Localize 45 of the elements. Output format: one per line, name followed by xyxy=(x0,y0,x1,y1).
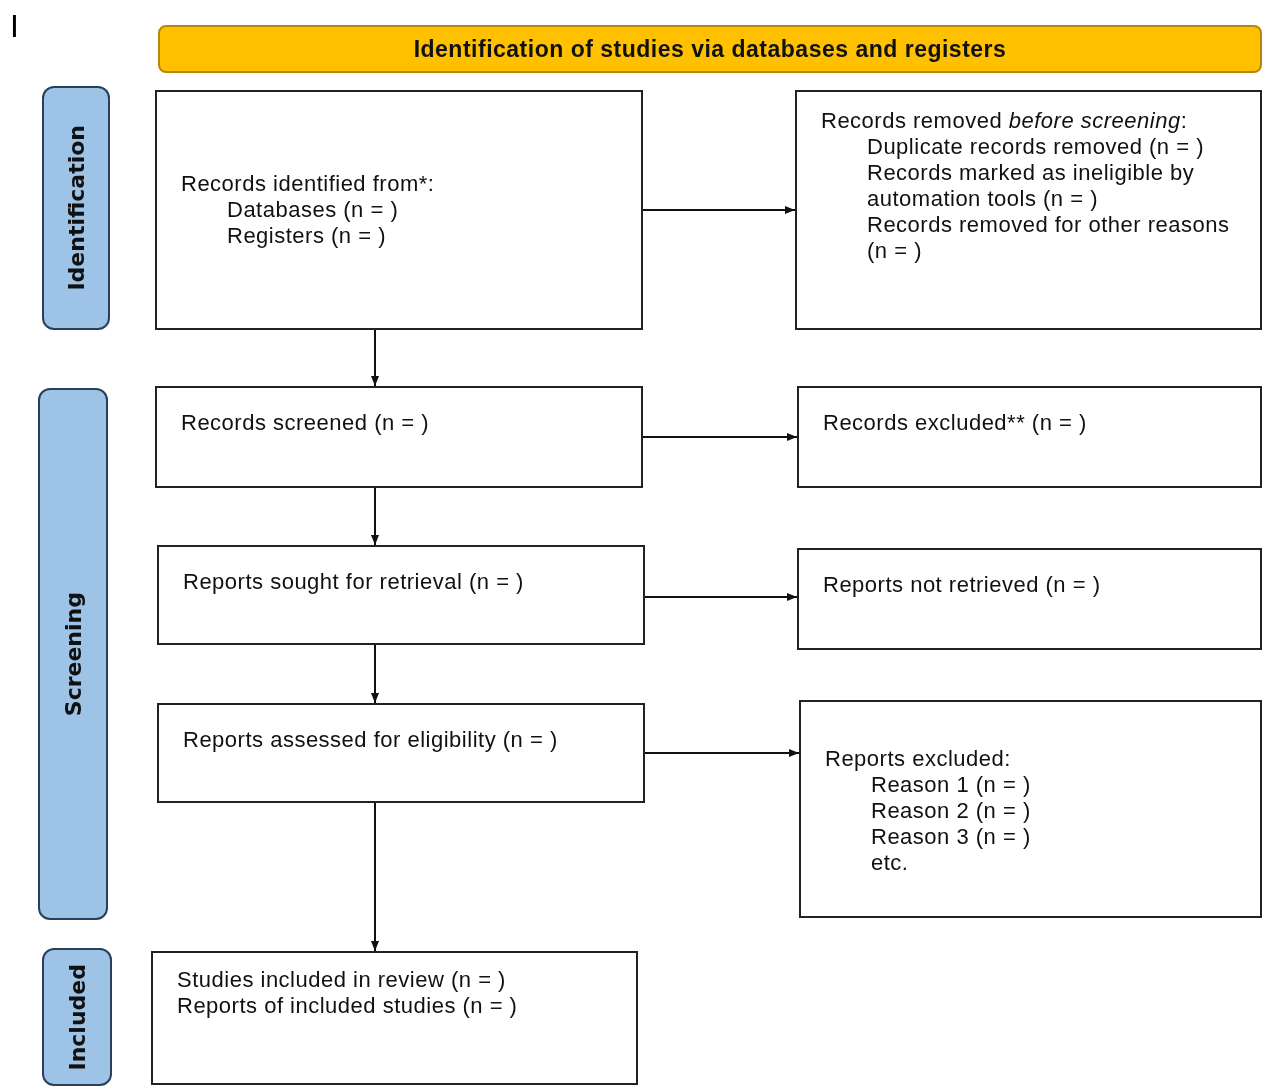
box-text: Reports excluded: xyxy=(825,746,1012,772)
process-box xyxy=(795,90,1262,330)
box-text: Reports of included studies (n = ) xyxy=(177,993,519,1019)
process-box xyxy=(157,703,645,803)
box-text: Registers (n = ) xyxy=(227,223,387,249)
header-title: Identification of studies via databases and registers xyxy=(413,35,1007,63)
box-text: Reports not retrieved (n = ) xyxy=(823,572,1102,598)
box-text: Duplicate records removed (n = ) xyxy=(867,134,1205,160)
box-text: Records identified from*: xyxy=(181,171,436,197)
stage-band xyxy=(38,388,108,920)
process-box xyxy=(151,951,638,1085)
box-text: Records excluded** (n = ) xyxy=(823,410,1088,436)
stage-label: Screening xyxy=(60,591,86,717)
arrow xyxy=(642,206,796,214)
box-text: Records marked as ineligible by automation tools (n = ) xyxy=(867,160,1196,212)
process-box xyxy=(155,90,643,330)
box-text: Records screened (n = ) xyxy=(181,410,431,436)
arrow xyxy=(644,593,798,601)
box-text: Studies included in review (n = ) xyxy=(177,967,507,993)
process-box xyxy=(157,545,645,645)
process-box xyxy=(155,386,643,488)
stage-band xyxy=(42,948,112,1086)
arrow xyxy=(371,329,379,387)
process-box xyxy=(797,548,1262,650)
arrow xyxy=(371,802,379,952)
stage-label: Identification xyxy=(63,125,89,291)
box-text: etc. xyxy=(871,850,910,876)
stage-band xyxy=(42,86,110,330)
header-banner xyxy=(158,25,1262,73)
process-box xyxy=(797,386,1262,488)
arrow xyxy=(371,487,379,546)
box-text: Reports assessed for eligibility (n = ) xyxy=(183,727,559,753)
stage-label: Included xyxy=(64,963,90,1071)
box-text: Reason 1 (n = ) xyxy=(871,772,1032,798)
arrow xyxy=(644,749,800,757)
box-text: Reports sought for retrieval (n = ) xyxy=(183,569,525,595)
box-text: Records removed before screening: xyxy=(821,108,1189,134)
box-text: Databases (n = ) xyxy=(227,197,400,223)
process-box xyxy=(799,700,1262,918)
box-text: Reason 2 (n = ) xyxy=(871,798,1032,824)
box-text: Records removed for other reasons (n = ) xyxy=(867,212,1231,264)
text-label: I xyxy=(10,8,19,45)
arrow xyxy=(642,433,798,441)
box-text: Reason 3 (n = ) xyxy=(871,824,1032,850)
arrow xyxy=(371,644,379,704)
